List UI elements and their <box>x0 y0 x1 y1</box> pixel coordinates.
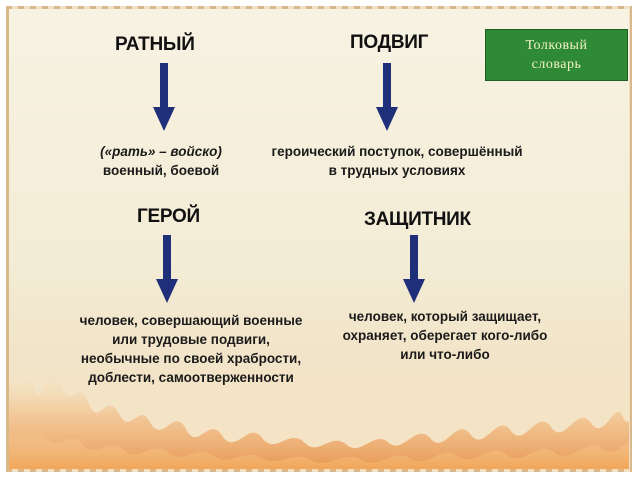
slide: Толковый словарь РАТНЫЙ («рать» – войско… <box>6 6 632 472</box>
definition-geroy-line3: необычные по своей храбрости, <box>80 351 302 366</box>
word-ratny: РАТНЫЙ <box>115 34 195 55</box>
definition-ratny: («рать» – войско) военный, боевой <box>81 142 241 180</box>
definition-podvig-line2: в трудных условиях <box>328 163 466 178</box>
definition-zashchitnik-line3: или что-либо <box>400 347 490 362</box>
arrow-down-icon <box>403 235 425 303</box>
definition-ratny-line: военный, боевой <box>102 163 220 178</box>
dictionary-badge: Толковый словарь <box>485 29 628 81</box>
word-podvig: ПОДВИГ <box>350 32 429 53</box>
definition-geroy: человек, совершающий военные или трудовы… <box>71 311 311 387</box>
definition-geroy-line1: человек, совершающий военные <box>79 313 303 328</box>
flames-decoration <box>9 373 629 469</box>
dictionary-label-line1: Толковый <box>525 38 588 53</box>
word-zashchitnik: ЗАЩИТНИК <box>364 209 471 230</box>
definition-ratny-italic: («рать» – войско) <box>100 144 222 159</box>
word-geroy: ГЕРОЙ <box>137 206 200 227</box>
arrow-down-icon <box>156 235 178 303</box>
definition-zashchitnik-line1: человек, который защищает, <box>348 309 542 324</box>
definition-podvig-line1: героический поступок, совершённый <box>271 144 523 159</box>
definition-geroy-line4: доблести, самоотверженности <box>88 370 294 385</box>
arrow-down-icon <box>153 63 175 131</box>
arrow-down-icon <box>376 63 398 131</box>
dictionary-label-line2: словарь <box>531 57 582 72</box>
definition-zashchitnik: человек, который защищает, охраняет, обе… <box>327 307 563 364</box>
definition-podvig: героический поступок, совершённый в труд… <box>267 142 527 180</box>
definition-zashchitnik-line2: охраняет, оберегает кого-либо <box>342 328 548 343</box>
definition-geroy-line2: или трудовые подвиги, <box>112 332 270 347</box>
